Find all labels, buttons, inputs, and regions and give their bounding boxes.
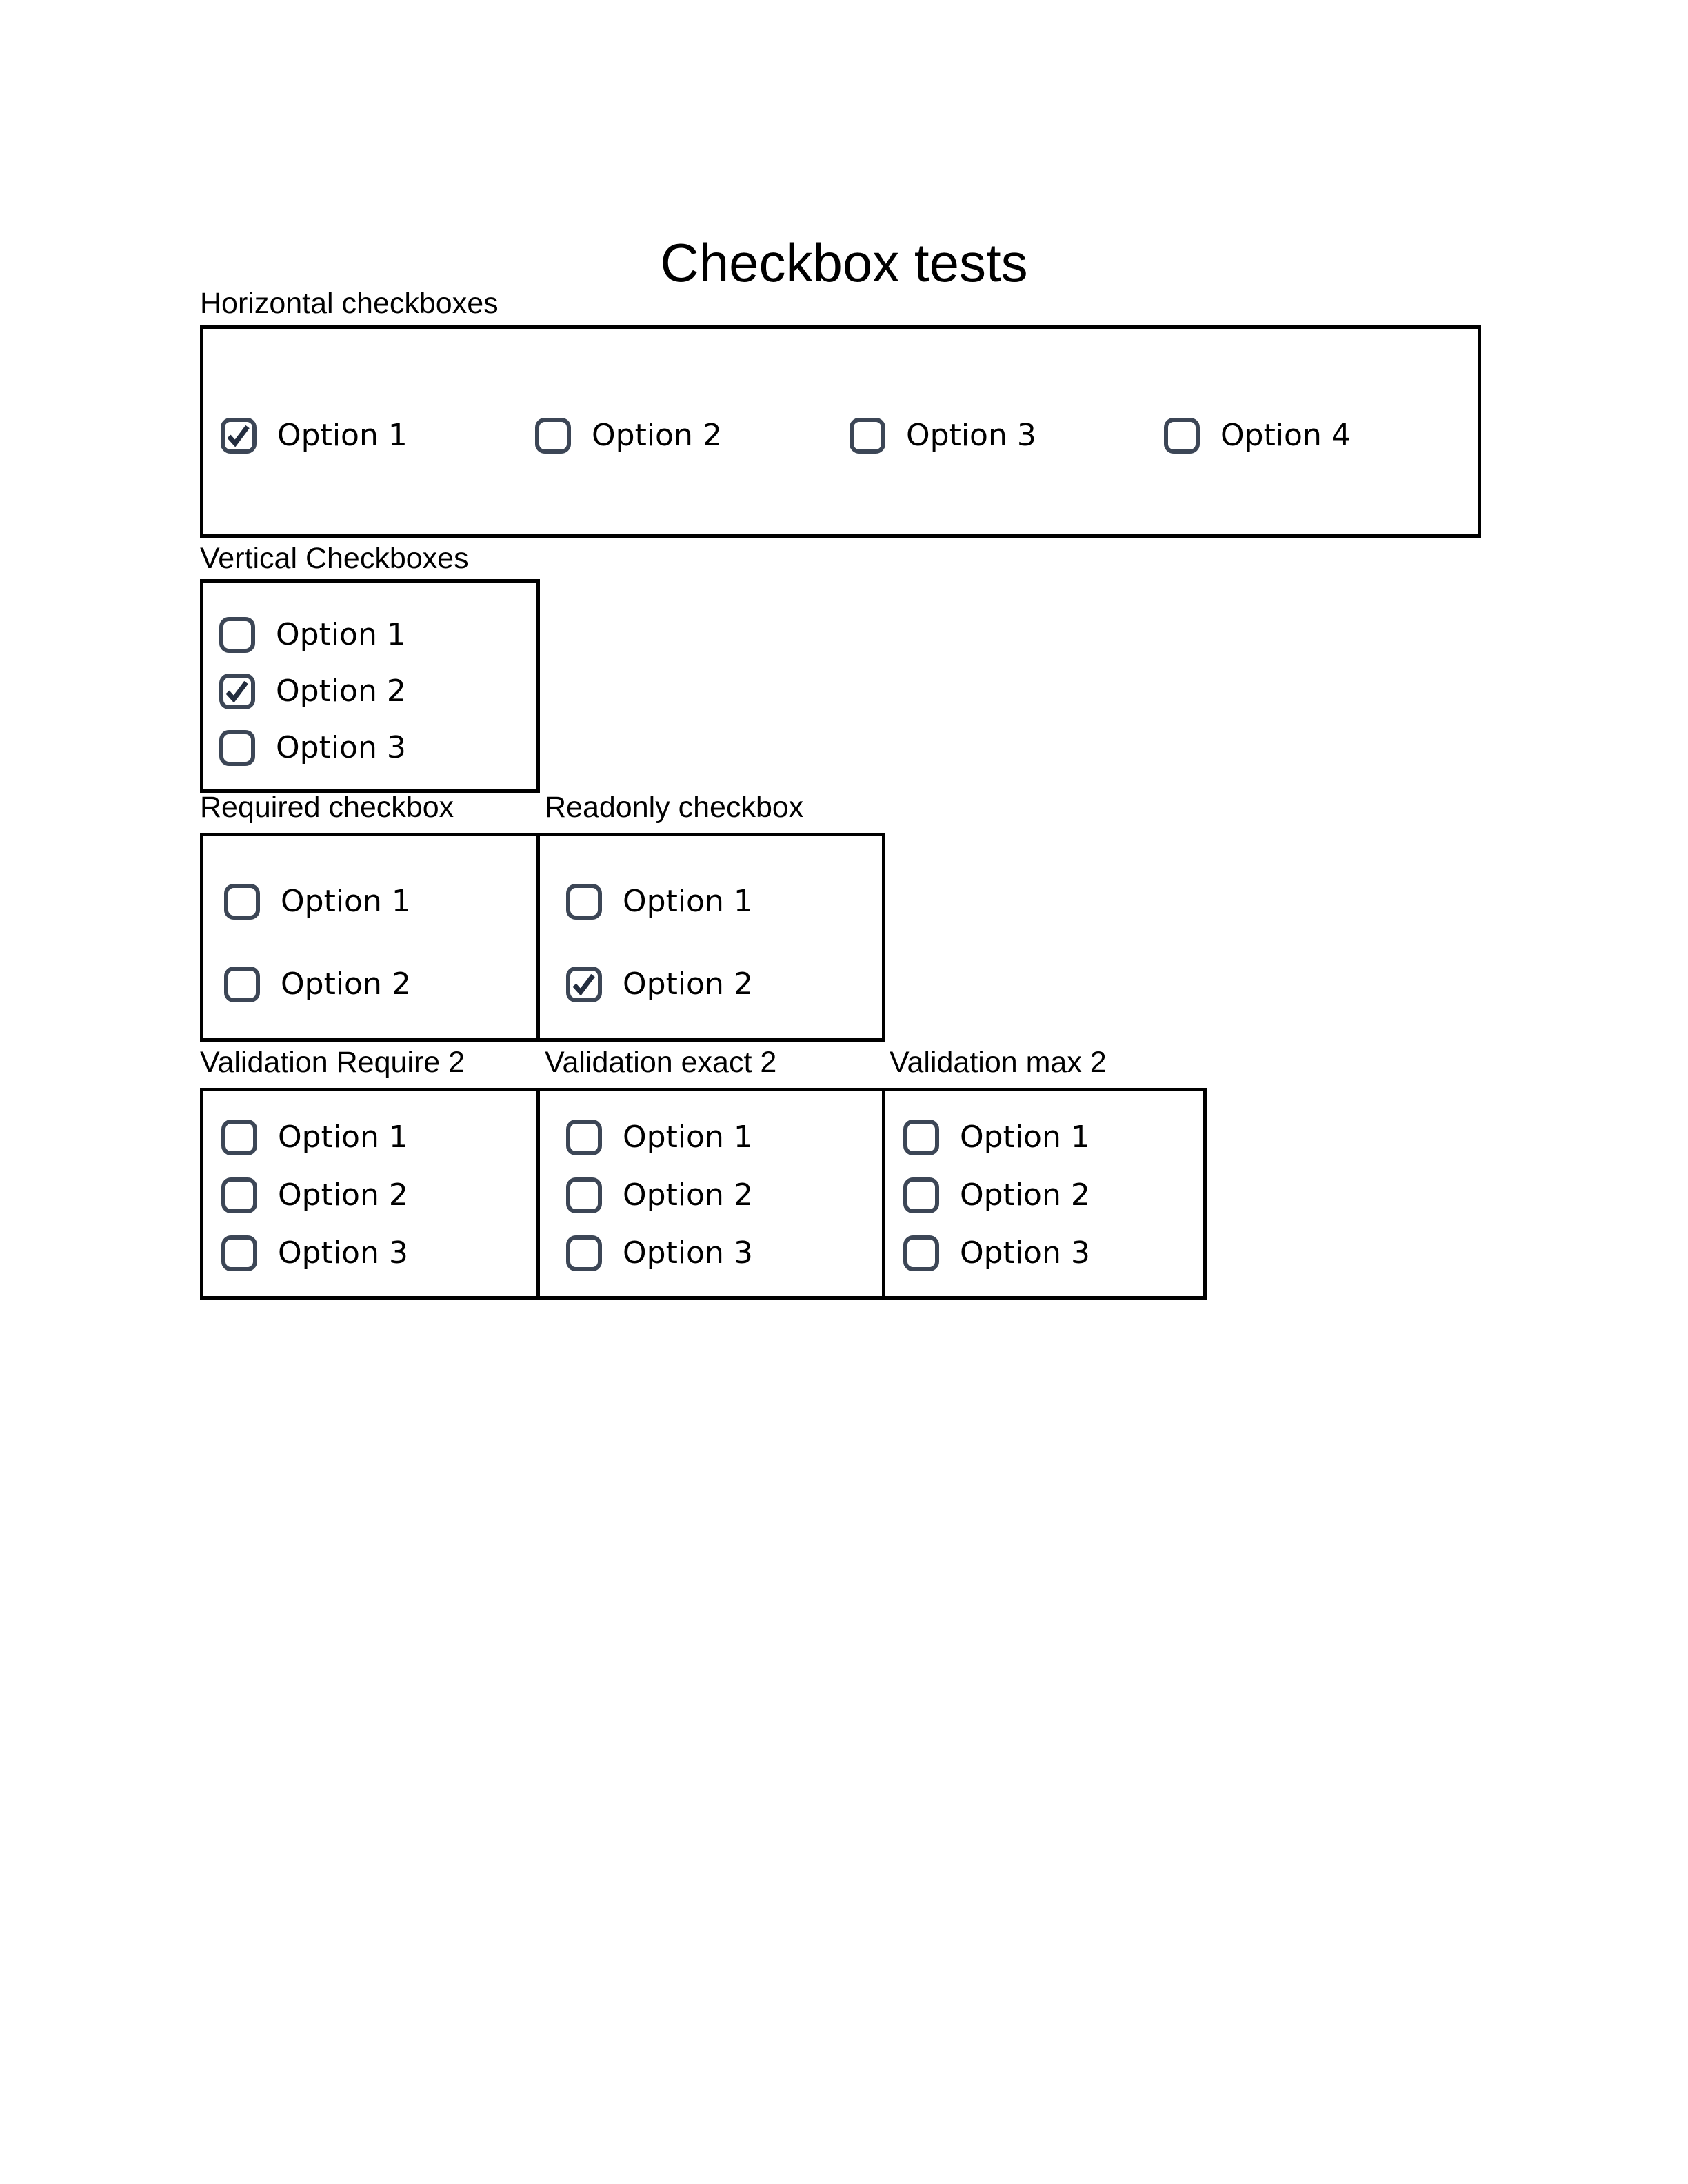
checkmark-icon	[572, 973, 595, 996]
checkbox-item[interactable]: Option 1	[219, 617, 406, 653]
checkbox[interactable]	[850, 418, 885, 454]
checkbox[interactable]	[566, 884, 602, 920]
checkbox-label: Option 3	[960, 1235, 1090, 1271]
checkbox[interactable]	[219, 674, 255, 709]
checkbox[interactable]	[224, 967, 260, 1002]
checkmark-icon	[227, 425, 250, 447]
checkbox-item[interactable]: Option 2	[535, 418, 722, 454]
checkbox[interactable]	[903, 1177, 939, 1213]
checkbox-item[interactable]: Option 4	[1164, 418, 1351, 454]
group-box-required-checkbox: Option 1 Option 2	[200, 833, 540, 1042]
checkbox[interactable]	[221, 418, 257, 454]
checkbox[interactable]	[903, 1120, 939, 1155]
checkbox-item[interactable]: Option 3	[903, 1235, 1090, 1271]
checkbox-label: Option 1	[277, 418, 408, 453]
checkbox[interactable]	[221, 1120, 257, 1155]
checkbox-label: Option 1	[623, 1120, 753, 1155]
checkbox[interactable]	[219, 617, 255, 653]
checkbox-item[interactable]: Option 1	[221, 418, 408, 454]
checkbox-label: Option 2	[276, 674, 406, 709]
group-box-vertical-checkboxes: Option 1 Option 2 Option 3	[200, 579, 540, 793]
checkbox-item[interactable]: Option 1	[566, 884, 753, 920]
checkbox-item[interactable]: Option 1	[903, 1120, 1090, 1155]
checkbox[interactable]	[566, 1235, 602, 1271]
checkbox-item[interactable]: Option 1	[221, 1120, 408, 1155]
checkbox-label: Option 1	[278, 1120, 408, 1155]
checkbox-label: Option 1	[960, 1120, 1090, 1155]
checkbox-label: Option 1	[276, 617, 406, 652]
checkbox-label: Option 2	[281, 967, 411, 1002]
checkbox-item[interactable]: Option 3	[566, 1235, 753, 1271]
checkbox-label: Option 3	[906, 418, 1036, 453]
group-label-validation-exact-2: Validation exact 2	[545, 1046, 777, 1079]
group-label-vertical-checkboxes: Vertical Checkboxes	[200, 542, 469, 575]
checkbox-label: Option 1	[281, 884, 411, 919]
checkbox-item[interactable]: Option 2	[219, 674, 406, 709]
group-label-validation-require-2: Validation Require 2	[200, 1046, 465, 1079]
checkbox[interactable]	[535, 418, 571, 454]
checkbox-label: Option 3	[276, 730, 406, 765]
checkbox-label: Option 2	[623, 1177, 753, 1213]
checkmark-icon	[225, 680, 248, 703]
group-label-required-checkbox: Required checkbox	[200, 791, 454, 824]
checkbox-label: Option 2	[623, 967, 753, 1002]
group-label-readonly-checkbox: Readonly checkbox	[545, 791, 804, 824]
checkbox-item[interactable]: Option 3	[219, 730, 406, 766]
checkbox[interactable]	[219, 730, 255, 766]
checkbox[interactable]	[224, 884, 260, 920]
checkbox[interactable]	[1164, 418, 1200, 454]
checkbox-item[interactable]: Option 2	[903, 1177, 1090, 1213]
checkbox[interactable]	[566, 1177, 602, 1213]
group-box-validation-exact-2: Option 1 Option 2 Option 3	[536, 1088, 885, 1300]
checkbox-item[interactable]: Option 2	[221, 1177, 408, 1213]
group-box-validation-max-2: Option 1 Option 2 Option 3	[882, 1088, 1207, 1300]
group-label-validation-max-2: Validation max 2	[890, 1046, 1107, 1079]
group-box-validation-require-2: Option 1 Option 2 Option 3	[200, 1088, 540, 1300]
group-box-readonly-checkbox: Option 1 Option 2	[536, 833, 885, 1042]
checkbox-label: Option 2	[960, 1177, 1090, 1213]
checkbox-label: Option 1	[623, 884, 753, 919]
checkbox[interactable]	[566, 967, 602, 1002]
checkbox-label: Option 2	[278, 1177, 408, 1213]
checkbox-label: Option 2	[592, 418, 722, 453]
checkbox-item[interactable]: Option 2	[224, 967, 411, 1002]
checkbox-label: Option 3	[278, 1235, 408, 1271]
checkbox[interactable]	[566, 1120, 602, 1155]
checkbox-item[interactable]: Option 2	[566, 967, 753, 1002]
group-label-horizontal-checkboxes: Horizontal checkboxes	[200, 287, 499, 320]
checkbox-label: Option 3	[623, 1235, 753, 1271]
group-box-horizontal-checkboxes: Option 1 Option 2 Option 3 Option 4	[200, 325, 1481, 538]
checkbox-item[interactable]: Option 1	[566, 1120, 753, 1155]
checkbox-item[interactable]: Option 3	[221, 1235, 408, 1271]
checkbox-item[interactable]: Option 1	[224, 884, 411, 920]
checkbox[interactable]	[903, 1235, 939, 1271]
checkbox-item[interactable]: Option 2	[566, 1177, 753, 1213]
checkbox[interactable]	[221, 1177, 257, 1213]
checkbox-label: Option 4	[1220, 418, 1351, 453]
checkbox-item[interactable]: Option 3	[850, 418, 1036, 454]
page-title: Checkbox tests	[660, 232, 1028, 294]
checkbox[interactable]	[221, 1235, 257, 1271]
